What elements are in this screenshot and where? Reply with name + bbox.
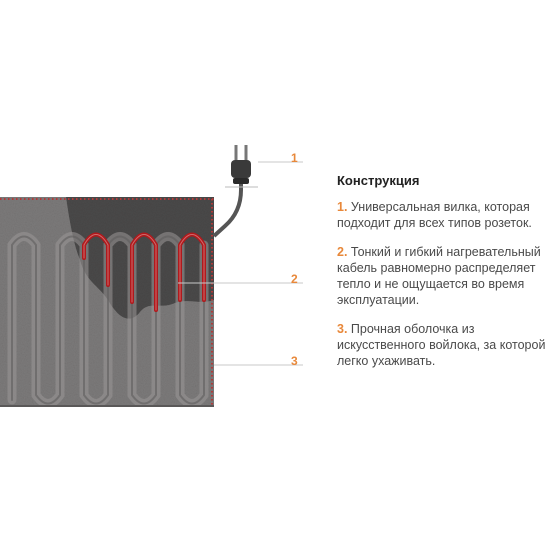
description-item-1: 1. Универсальная вилка, которая подходит…: [337, 199, 549, 231]
callout-number-2: 2: [291, 272, 298, 286]
description-item-2: 2. Тонкий и гибкий нагревательный кабель…: [337, 244, 549, 308]
item-text: Универсальная вилка, которая подходит дл…: [337, 200, 532, 230]
power-cord: [212, 175, 243, 238]
section-title: Конструкция: [337, 173, 420, 188]
item-text: Прочная оболочка из искусственного войло…: [337, 322, 546, 368]
callout-number-3: 3: [291, 354, 298, 368]
plug-icon: [231, 145, 251, 184]
item-number: 1.: [337, 200, 348, 214]
item-number: 3.: [337, 322, 348, 336]
description-panel: Конструкция 1. Универсальная вилка, кото…: [337, 173, 549, 382]
description-item-3: 3. Прочная оболочка из искусственного во…: [337, 321, 549, 369]
callout-number-1: 1: [291, 151, 298, 165]
felt-shell: [0, 197, 214, 407]
item-text: Тонкий и гибкий нагревательный кабель ра…: [337, 245, 541, 307]
item-number: 2.: [337, 245, 348, 259]
